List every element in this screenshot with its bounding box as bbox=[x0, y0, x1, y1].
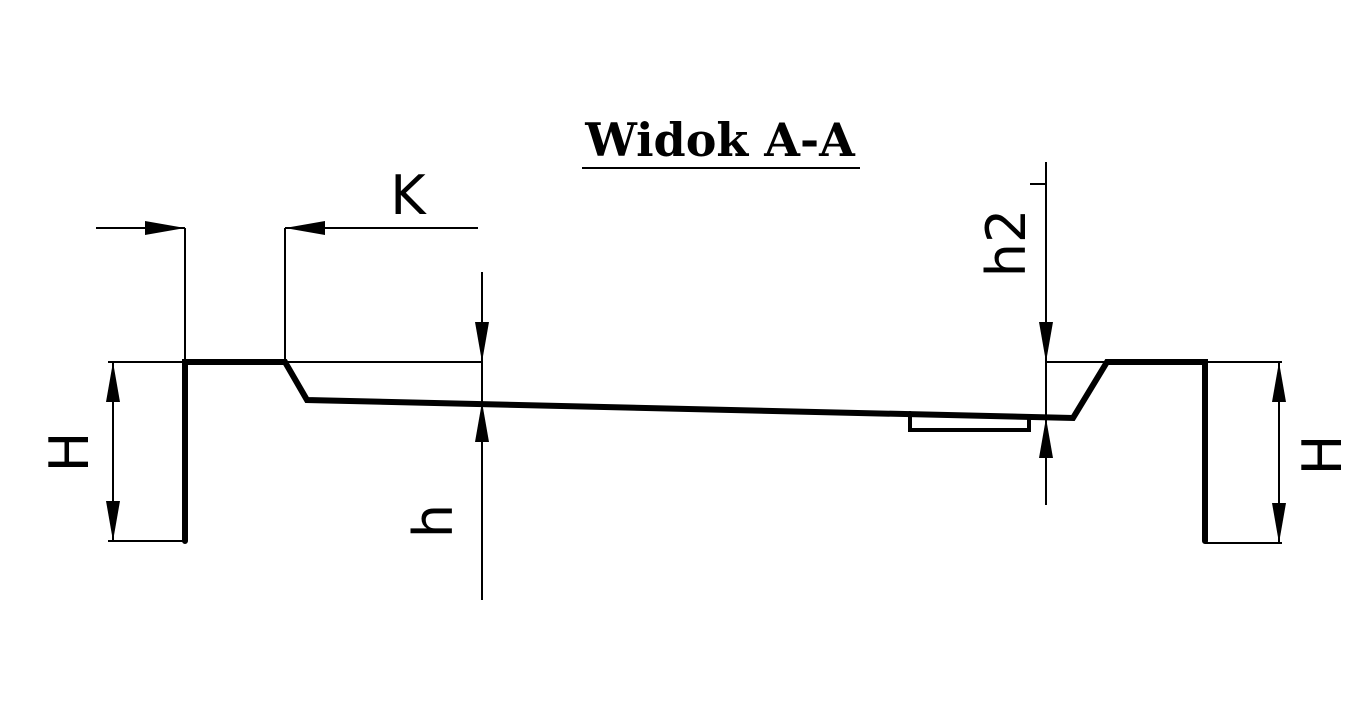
h2-label: h2 bbox=[975, 209, 1038, 278]
h-arrow-top bbox=[475, 322, 489, 362]
h-arrow-bottom bbox=[475, 402, 489, 442]
dimension-H-right: H bbox=[1205, 361, 1345, 544]
dimension-h: h bbox=[285, 272, 489, 600]
H-right-label: H bbox=[1291, 435, 1345, 476]
dimension-H-left: H bbox=[38, 361, 185, 542]
h2-arrow-top bbox=[1039, 322, 1053, 362]
H-left-arrow-bottom bbox=[106, 501, 120, 541]
k-label: K bbox=[390, 164, 427, 227]
H-right-arrow-top bbox=[1272, 362, 1286, 402]
dimension-k: K bbox=[96, 164, 478, 362]
view-title: Widok A-A bbox=[584, 113, 856, 167]
profile-plate bbox=[908, 411, 1031, 432]
h-label: h bbox=[402, 504, 465, 538]
H-left-arrow-top bbox=[106, 362, 120, 402]
k-arrow-left bbox=[145, 221, 185, 235]
dimension-h2: h2 bbox=[975, 162, 1105, 505]
profile-outline bbox=[182, 359, 1208, 544]
k-arrow-right bbox=[285, 221, 325, 235]
h2-arrow-bottom bbox=[1039, 418, 1053, 458]
H-right-arrow-bottom bbox=[1272, 503, 1286, 543]
H-left-label: H bbox=[38, 432, 101, 473]
